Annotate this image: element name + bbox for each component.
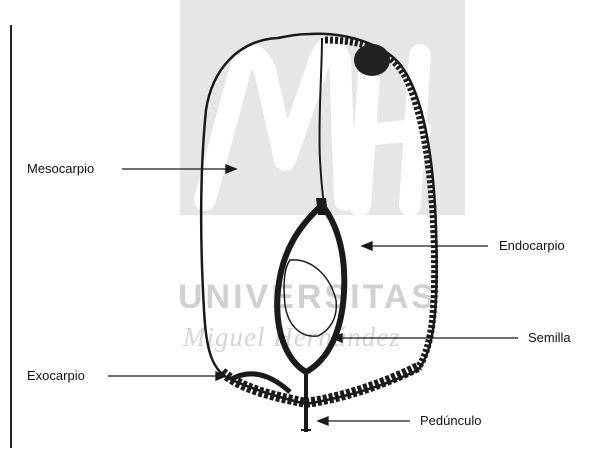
- skin-dark-spot: [354, 44, 390, 76]
- outer-skin: [201, 34, 436, 404]
- label-pedunculo: Pedúnculo: [420, 413, 481, 429]
- seed: [284, 260, 336, 336]
- arrow-endocarpio: [362, 242, 372, 250]
- stone-top-tip: [316, 198, 328, 215]
- label-semilla: Semilla: [528, 330, 571, 346]
- central-suture: [319, 38, 324, 205]
- endocarp-stone: [277, 205, 344, 372]
- arrow-pedunculo: [318, 417, 328, 425]
- label-endocarpio: Endocarpio: [499, 238, 565, 254]
- label-mesocarpio: Mesocarpio: [27, 161, 94, 177]
- arrow-mesocarpio: [226, 165, 236, 173]
- label-exocarpio: Exocarpio: [27, 368, 85, 384]
